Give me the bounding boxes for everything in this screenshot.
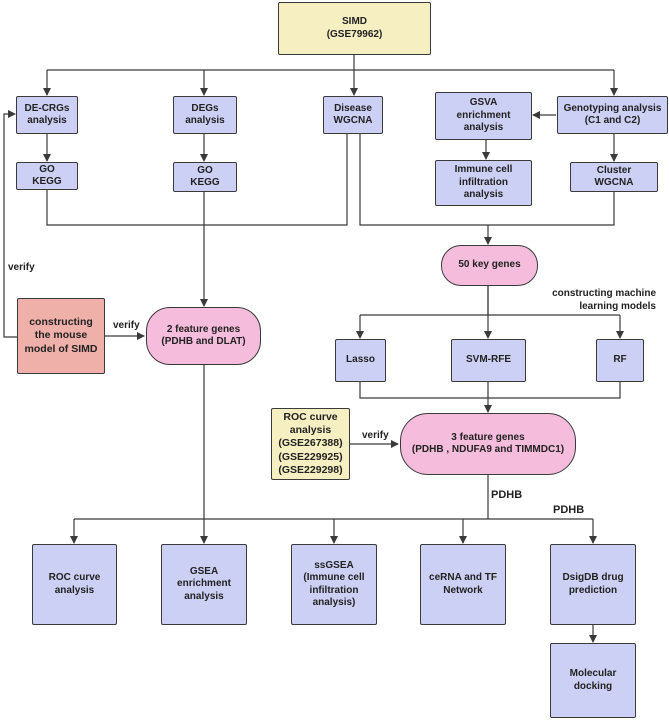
- go-kegg-node-1: GO KEGG: [16, 162, 78, 190]
- degs-analysis-node: DEGs analysis: [173, 96, 237, 134]
- mouse-model-node: constructing the mouse model of SIMD: [17, 298, 105, 374]
- connector-left-merge: [46, 134, 348, 226]
- dsigdb-drug-prediction-node: DsigDB drug prediction: [550, 544, 636, 625]
- roc-validation-node: ROC curve analysis (GSE267388) (GSE22992…: [271, 408, 350, 480]
- molecular-docking-node: Molecular docking: [550, 643, 636, 718]
- gsva-enrichment-node: GSVA enrichment analysis: [435, 92, 532, 140]
- pdhb-label-1: PDHB: [491, 489, 523, 501]
- verify-label-roc: verify: [362, 430, 389, 441]
- immune-cell-infiltration-node: Immune cell infiltration analysis: [435, 160, 532, 206]
- ssgsea-node: ssGSEA (Immune cell infiltration analysi…: [291, 544, 377, 625]
- go-kegg-node-2: GO KEGG: [173, 162, 237, 192]
- cerna-tf-network-node: ceRNA and TF Network: [420, 544, 506, 625]
- feature-genes-3-node: 3 feature genes (PDHB , NDUFA9 and TIMMD…: [400, 413, 576, 475]
- verify-label-left: verify: [8, 262, 35, 273]
- svm-rfe-node: SVM-RFE: [451, 339, 526, 382]
- verify-label-mouse: verify: [113, 320, 140, 331]
- simd-node: SIMD (GSE79962): [278, 2, 431, 55]
- connector-right-merge: [359, 134, 615, 226]
- rf-node: RF: [596, 339, 644, 382]
- cluster-wgcna-node: Cluster WGCNA: [570, 162, 658, 192]
- arrow-verify-left: [3, 110, 17, 338]
- genotyping-analysis-node: Genotyping analysis (C1 and C2): [557, 96, 668, 134]
- disease-wgcna-node: Disease WGCNA: [323, 96, 383, 134]
- pdhb-label-2: PDHB: [553, 504, 585, 516]
- key-genes-50-node: 50 key genes: [441, 245, 538, 286]
- ml-models-label: constructing machine learning models: [552, 288, 656, 312]
- feature-genes-2-node: 2 feature genes (PDHB and DLAT): [146, 307, 261, 365]
- de-crgs-analysis-node: DE-CRGs analysis: [16, 96, 78, 134]
- gsea-enrichment-node: GSEA enrichment analysis: [161, 544, 247, 625]
- roc-curve-analysis-node: ROC curve analysis: [32, 544, 117, 625]
- connector-ml-merge: [359, 382, 621, 399]
- lasso-node: Lasso: [335, 339, 386, 382]
